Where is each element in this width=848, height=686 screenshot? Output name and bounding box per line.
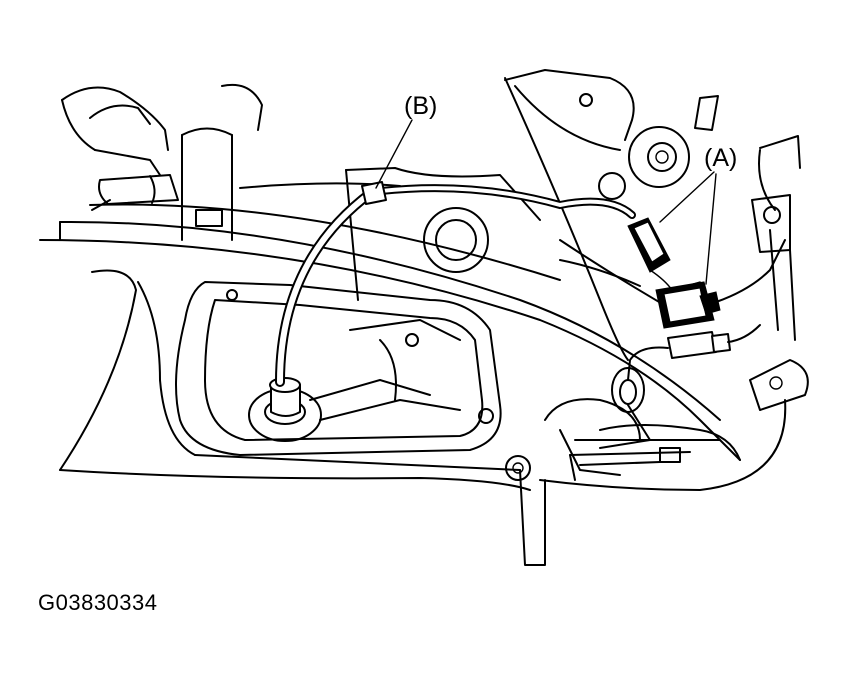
- callout-b-label: (B): [404, 92, 437, 120]
- sensor-grommet: [248, 377, 322, 442]
- top-right-frame: [504, 69, 801, 211]
- figure-code: G03830334: [38, 590, 158, 615]
- callout-a-label: (A): [704, 144, 737, 172]
- connector-a-upper: [627, 217, 701, 291]
- upper-left-hose: [61, 86, 179, 211]
- lower-harness: [569, 324, 761, 481]
- connector-a-lower: [559, 239, 786, 329]
- right-bracket: [749, 194, 809, 411]
- lower-pan: [59, 269, 787, 566]
- upper-grommets: [423, 126, 690, 273]
- vertical-strut: [181, 83, 263, 241]
- motor-housing: [175, 281, 502, 456]
- sensor-harness-b: [275, 181, 636, 387]
- leader-lines: [375, 119, 717, 285]
